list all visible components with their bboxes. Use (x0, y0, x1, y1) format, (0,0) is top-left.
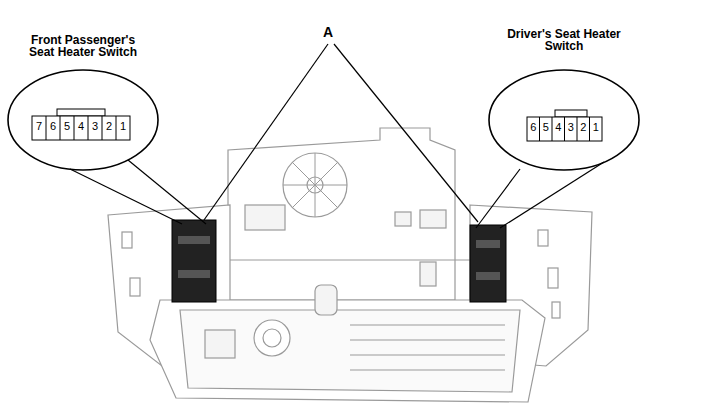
pin-number: 6 (527, 121, 540, 134)
pin-number: 7 (32, 120, 46, 133)
pin-number: 5 (540, 121, 553, 134)
pin-number: 4 (74, 120, 88, 133)
callout-heading: Driver's Seat Heater Switch (499, 28, 629, 52)
pin-number: 6 (46, 120, 60, 133)
pin-number: 4 (552, 121, 565, 134)
pin-number: 3 (88, 120, 102, 133)
pin-number: 2 (102, 120, 116, 133)
callout-heading: Front Passenger's Seat Heater Switch (18, 34, 148, 58)
pin-number: 3 (565, 121, 578, 134)
callout-letter: A (318, 24, 338, 40)
callout-circle: Front Passenger's Seat Heater Switch (5, 34, 161, 172)
pin-number: 1 (116, 120, 130, 133)
pin-number: 1 (590, 121, 603, 134)
pin-number: 2 (577, 121, 590, 134)
callout-circle: Driver's Seat Heater Switch (486, 28, 642, 172)
pin-number: 5 (60, 120, 74, 133)
